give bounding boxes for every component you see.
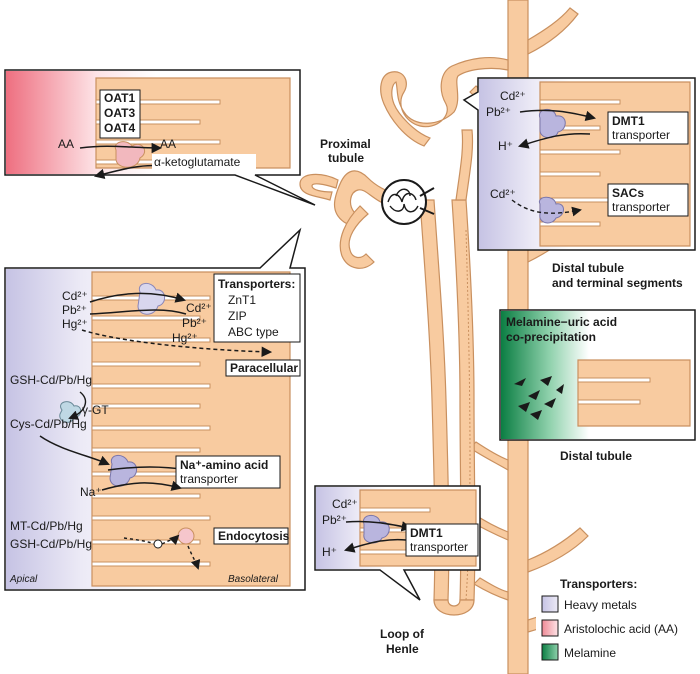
- ketoglutarate-label: α-ketoglutamate: [154, 155, 241, 169]
- oat3-label: OAT3: [104, 106, 135, 120]
- glomerulus: [381, 179, 435, 225]
- proximal-tubule-label: Proximal: [320, 137, 371, 151]
- oat1-label: OAT1: [104, 91, 135, 105]
- aa-panel: OAT1 OAT3 OAT4 AA AA α-ketoglutamate: [4, 69, 316, 206]
- distal-label-2: and terminal segments: [552, 276, 683, 290]
- paracellular-label: Paracellular: [230, 361, 298, 375]
- ggt-label: γ-GT: [82, 403, 109, 417]
- melamine-title-1: Melamine−uric acid: [506, 315, 617, 329]
- hg-label: Hg²⁺: [62, 317, 88, 331]
- apical-label: Apical: [9, 574, 38, 585]
- melamine-title-2: co-precipitation: [506, 330, 596, 344]
- melamine-crystals: [514, 376, 564, 420]
- distal-sacs-title: SACs: [612, 186, 644, 200]
- transporter-zip: ZIP: [228, 309, 247, 323]
- gsh2-label: GSH-Cd/Pb/Hg: [10, 537, 92, 551]
- transporters-title: Transporters:: [218, 277, 295, 291]
- oat4-label: OAT4: [104, 121, 135, 135]
- loop-h-label: H⁺: [322, 545, 337, 559]
- legend-swatch-heavy-metals: [541, 595, 559, 613]
- mt-label: MT-Cd/Pb/Hg: [10, 519, 83, 533]
- na-label: Na⁺: [80, 485, 102, 499]
- distal-tubule-panel: Cd²⁺ Pb²⁺ H⁺ DMT1 transporter Cd²⁺ SACs …: [462, 77, 696, 251]
- loop-cd-label: Cd²⁺: [332, 497, 358, 511]
- legend-item-melamine: Melamine: [564, 646, 616, 660]
- transporter-abc: ABC type: [228, 325, 279, 339]
- gsh-label: GSH-Cd/Pb/Hg: [10, 373, 92, 387]
- hg-right-label: Hg²⁺: [172, 331, 198, 345]
- aa-right-label: AA: [160, 137, 176, 151]
- loop-panel: Cd²⁺ Pb²⁺ H⁺ DMT1 transporter: [314, 485, 481, 601]
- legend-title: Transporters:: [560, 577, 637, 591]
- transporters-box: [213, 273, 301, 343]
- distal-pb-label: Pb²⁺: [486, 105, 511, 119]
- loop-dmt1-title: DMT1: [410, 526, 443, 540]
- distal-sacs-sub: transporter: [612, 200, 670, 214]
- pb-right-label: Pb²⁺: [182, 316, 207, 330]
- legend: Transporters: Heavy metals Aristolochic …: [536, 572, 696, 670]
- oat-box: [99, 89, 141, 139]
- na-aa-title: Na⁺-amino acid: [180, 458, 268, 472]
- distal-dmt1-title: DMT1: [612, 114, 645, 128]
- heavy-metals-panel: Cd²⁺ Pb²⁺ Hg²⁺ Cd²⁺ Pb²⁺ Hg²⁺ Transporte…: [4, 227, 306, 591]
- aa-left-label: AA: [58, 137, 74, 151]
- legend-swatch-aa: [541, 619, 559, 637]
- loop-pb-label: Pb²⁺: [322, 513, 347, 527]
- transporter-znt1: ZnT1: [228, 293, 256, 307]
- legend-swatch-melamine: [541, 643, 559, 661]
- distal-dmt1-sub: transporter: [612, 128, 670, 142]
- distal-label-1: Distal tubule: [552, 261, 624, 275]
- distal-h-label: H⁺: [498, 139, 513, 153]
- loop-label-2: Henle: [386, 642, 419, 656]
- distal-cd-label: Cd²⁺: [500, 89, 526, 103]
- basolateral-label: Basolateral: [228, 574, 279, 585]
- cd-label: Cd²⁺: [62, 289, 88, 303]
- distal-tubule-label: Distal tubule: [560, 449, 632, 463]
- loop-label-1: Loop of: [380, 627, 425, 641]
- melamine-panel: Melamine−uric acid co-precipitation: [499, 309, 696, 441]
- cys-label: Cys-Cd/Pb/Hg: [10, 417, 87, 431]
- loop-dmt1-sub: transporter: [410, 540, 468, 554]
- na-aa-sub: transporter: [180, 472, 238, 486]
- proximal-tubule-label-2: tubule: [328, 151, 364, 165]
- cd-right-label: Cd²⁺: [186, 301, 212, 315]
- distal-cd2-label: Cd²⁺: [490, 187, 516, 201]
- pb-label: Pb²⁺: [62, 303, 87, 317]
- legend-item-aa: Aristolochic acid (AA): [564, 622, 678, 636]
- endocytosis-label: Endocytosis: [218, 529, 290, 543]
- legend-item-heavy-metals: Heavy metals: [564, 598, 637, 612]
